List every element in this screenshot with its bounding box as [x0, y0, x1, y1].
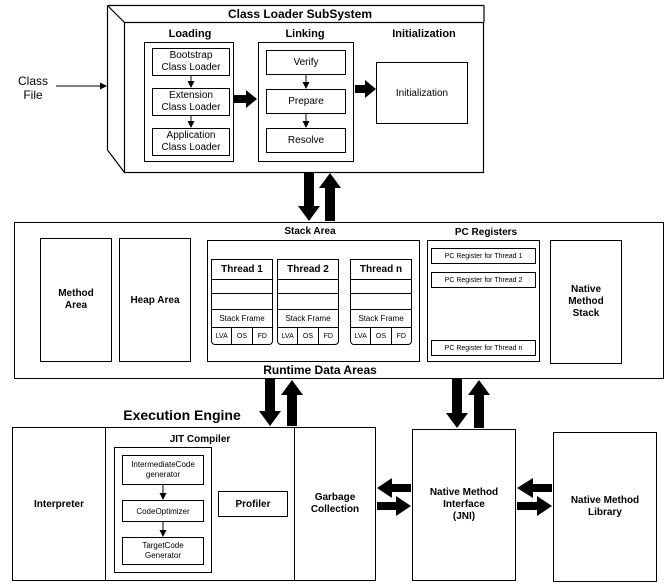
native-method-stack: Native Method Stack — [550, 240, 622, 364]
class-loader-title: Class Loader SubSystem — [227, 7, 373, 21]
stack-frame-cell: LVA — [278, 328, 299, 345]
stack-frame-cell: FD — [323, 333, 333, 340]
extension-class-loader: Extension Class Loader — [152, 88, 230, 116]
profiler: Profiler — [218, 491, 288, 517]
runtime-data-areas-title: Runtime Data Areas — [263, 363, 377, 377]
linking-title: Linking — [285, 28, 325, 40]
pc-register-thread-2: PC Register for Thread 2 — [431, 272, 536, 288]
pc-register-thread-n: PC Register for Thread n — [431, 340, 536, 356]
thread-name: Thread 2 — [278, 260, 338, 280]
resolve-step: Resolve — [266, 128, 346, 153]
stack-frame-cell: LVA — [212, 328, 233, 345]
application-class-loader: Application Class Loader — [152, 128, 230, 156]
heap-area: Heap Area — [119, 238, 191, 362]
pc-register-thread-1: PC Register for Thread 1 — [431, 248, 536, 264]
stack-slot — [351, 280, 411, 294]
stack-area-title: Stack Area — [284, 226, 336, 237]
code-optimizer: CodeOptimizer — [122, 500, 204, 522]
native-method-interface-jni: Native Method Interface (JNI) — [412, 429, 516, 581]
stack-slot — [212, 280, 272, 294]
stack-frame-cell: LVA — [351, 328, 372, 345]
execution-engine-title: Execution Engine — [123, 407, 241, 423]
stack-slot — [351, 294, 411, 310]
prepare-step: Prepare — [266, 89, 346, 114]
stack-frame-cell: OS — [232, 328, 253, 345]
stack-frame-label: Stack Frame — [212, 310, 272, 328]
jit-compiler-title: JIT Compiler — [169, 434, 231, 445]
method-area: Method Area — [40, 238, 112, 362]
thread-name: Thread 1 — [212, 260, 272, 280]
stack-slot — [278, 294, 338, 310]
target-code-generator: TargetCode Generator — [122, 537, 204, 565]
stack-frame-cell: OS — [371, 328, 392, 345]
native-method-library: Native Method Library — [553, 432, 657, 582]
verify-step: Verify — [266, 50, 346, 75]
bootstrap-class-loader: Bootstrap Class Loader — [152, 48, 230, 76]
stack-frame-cell: FD — [396, 333, 406, 340]
initialization-box: Initialization — [376, 62, 468, 124]
interpreter: Interpreter — [12, 427, 106, 581]
stack-frame-label: Stack Frame — [351, 310, 411, 328]
loading-title: Loading — [168, 28, 212, 40]
intermediate-code-generator: IntermediateCode generator — [122, 455, 204, 485]
initialization-title: Initialization — [392, 28, 456, 40]
stack-slot — [278, 280, 338, 294]
pc-registers-title: PC Registers — [454, 227, 518, 238]
class-file-label: Class File — [17, 74, 48, 102]
stack-slot — [212, 294, 272, 310]
stack-frame-cell: FD — [257, 333, 267, 340]
stack-frame-cell: OS — [298, 328, 319, 345]
thread-name: Thread n — [351, 260, 411, 280]
garbage-collection: Garbage Collection — [294, 427, 376, 581]
stack-frame-label: Stack Frame — [278, 310, 338, 328]
